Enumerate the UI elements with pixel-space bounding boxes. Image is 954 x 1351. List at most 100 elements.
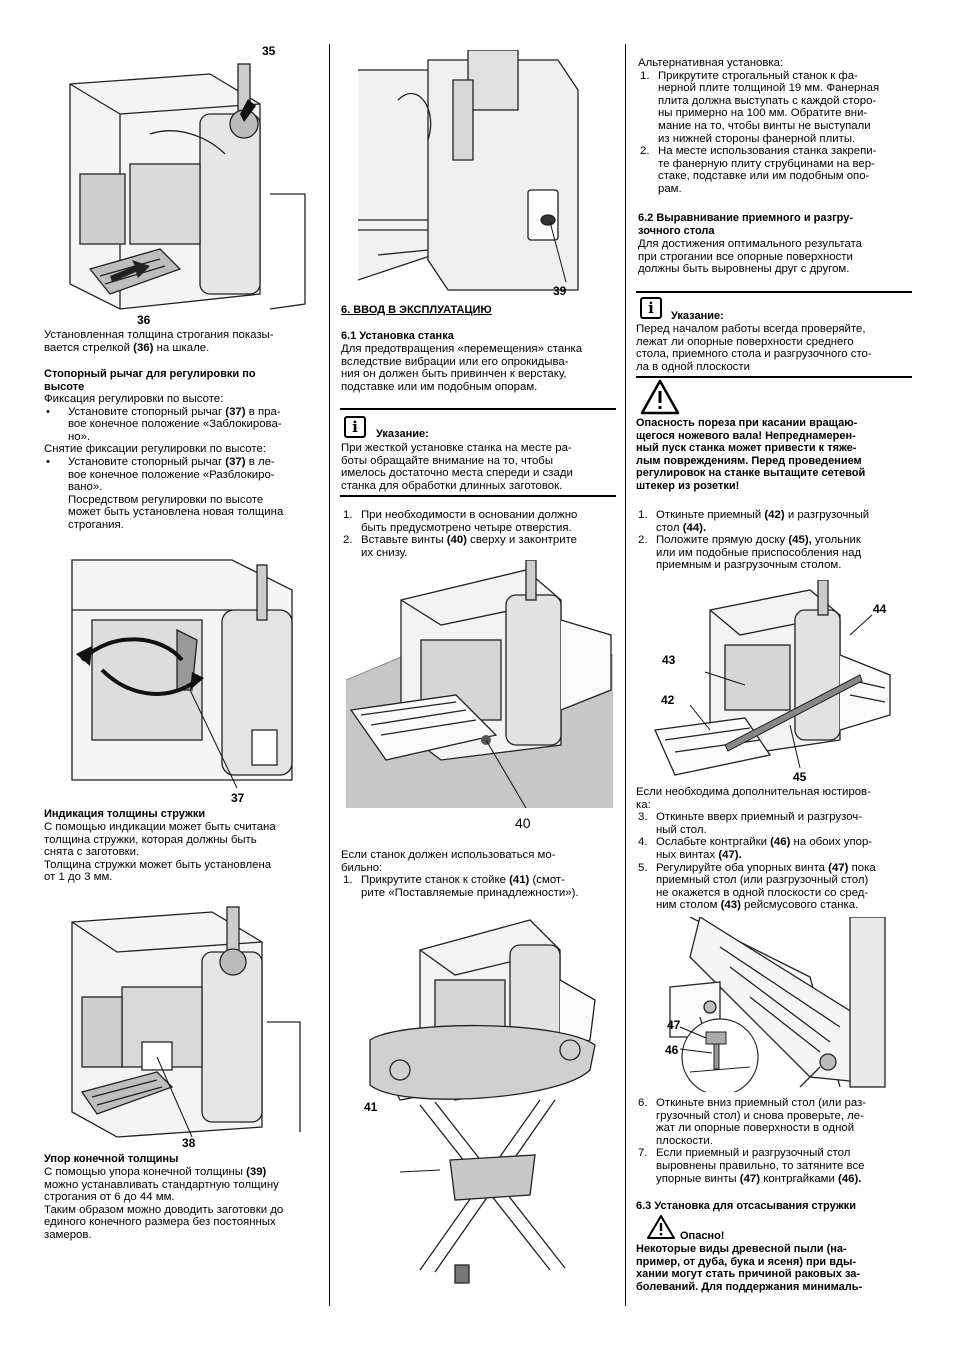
heading-lock-lever: Стопорный рычаг для регулировки по высот… xyxy=(44,368,316,393)
figure-thickness-stop xyxy=(358,50,579,291)
text-span: рейсмусового станка. xyxy=(740,899,859,912)
text-span: на обоих упор- xyxy=(790,836,873,849)
figure-lock-lever xyxy=(71,559,293,789)
text-line: Толщина стружки может быть установлена xyxy=(44,858,272,871)
text-line: Опасность пореза при касании вращаю- xyxy=(636,417,858,429)
figure-label-40: 40 xyxy=(515,815,531,831)
figure-label-42: 42 xyxy=(661,693,675,707)
text-line: регулировок на станке вытащите сетевой xyxy=(636,467,866,480)
ref-43: (43) xyxy=(720,899,741,912)
text-line: выровнены правильно, то затяните все xyxy=(656,1159,865,1172)
text-line: плоскости. xyxy=(656,1134,713,1147)
heading-line: Стопорный рычаг для регулировки по xyxy=(44,368,256,380)
text-line: приемным и разгрузочным столом. xyxy=(656,559,842,572)
list-number: 7. xyxy=(638,1147,648,1160)
text-line: быть предусмотрено четыре отверстия. xyxy=(361,521,572,534)
note-text: Перед началом работы всегда проверяйте, … xyxy=(636,323,912,373)
text-line: станка для обработки длинных заготовок. xyxy=(341,479,563,492)
note-info-icon: i xyxy=(640,297,662,319)
figure-chip-indicator xyxy=(71,906,301,1138)
warning-triangle-icon xyxy=(640,379,680,415)
figure-label-38: 38 xyxy=(182,1136,196,1150)
figure-label-37: 37 xyxy=(231,791,245,805)
text-line: Фиксация регулировки по высоте: xyxy=(44,393,224,405)
note-top-rule xyxy=(340,408,616,410)
text-line: Таким образом можно доводить заготовки д… xyxy=(44,1203,284,1216)
text-line: не окажется в одной плоскости со сред- xyxy=(656,886,869,899)
list-item: 1. Прикрутите станок к стойке (41) (смот… xyxy=(341,874,615,899)
text-span: Вставьте винты xyxy=(361,534,447,547)
text-line: или им подобные приспособления над xyxy=(656,546,862,559)
text-line: Прикрутите строгальный станок к фа- xyxy=(658,69,858,82)
figure-label-47: 47 xyxy=(667,1018,681,1032)
text-line: рам. xyxy=(658,182,682,195)
list-number: 2. xyxy=(640,145,650,158)
text-line: ла в одной плоскости xyxy=(636,360,750,373)
figure-stop-screws xyxy=(669,917,886,1092)
heading-thickness-stop: Упор конечной толщины xyxy=(44,1153,179,1165)
text-line: стола, приемного стола и разгрузочного с… xyxy=(636,348,872,361)
note-info-icon: i xyxy=(344,416,366,438)
text-line: строгания от 6 до 44 мм. xyxy=(44,1191,175,1204)
ref-41: (41) xyxy=(509,874,530,887)
text-line: С помощью индикации может быть считана xyxy=(44,821,276,833)
danger-text: Некоторые виды древесной пыли (на- приме… xyxy=(636,1243,912,1293)
figure-label-36: 36 xyxy=(137,313,151,327)
text-span: вается стрелкой xyxy=(44,341,134,354)
text-line: из нижней стороны фанерной плиты. xyxy=(658,132,856,145)
note-title: Указание: xyxy=(671,310,724,322)
heading-line: 6.2 Выравнивание приемного и разгру- xyxy=(638,212,854,224)
text-line: бильно: xyxy=(341,861,383,874)
ref-46: (46). xyxy=(838,1172,862,1185)
text-alternative-mount: Альтернативная установка: 1. Прикрутите … xyxy=(638,57,912,196)
text-line: те фанерную плиту струбцинами на вер- xyxy=(658,157,875,170)
text-line: вано». xyxy=(68,481,103,494)
text-line: толщина стружки, которая должны быть xyxy=(44,833,257,846)
text-line: приемный стол (или разгрузочный стол) xyxy=(656,874,869,887)
text-lock-instructions: Фиксация регулировки по высоте: • Устано… xyxy=(44,393,316,532)
text-span: Ослабьте контргайки xyxy=(656,836,771,849)
text-line: можно устанавливать стандартную толщину xyxy=(44,1178,279,1191)
text-line: может быть установлена новая толщина xyxy=(68,506,284,519)
text-span: угольник xyxy=(811,534,861,547)
text-line: щегося ножевого вала! Непреднамерен- xyxy=(636,429,856,442)
text-line: болеваний. Для поддержания минималь- xyxy=(636,1280,863,1293)
text-span: в ле- xyxy=(245,455,275,468)
text-line: ны примерно на 100 мм. Обратите вни- xyxy=(658,107,868,120)
text-line: снята с заготовки. xyxy=(44,846,140,859)
ref-42: (42) xyxy=(764,509,785,521)
bullet-unlock: • Установите стопорный рычаг (37) в ле- … xyxy=(44,456,316,532)
figure-label-41: 41 xyxy=(364,1100,378,1114)
figure-planer-thickness-scale xyxy=(60,44,310,329)
text-line: подставке или им подобным опорам. xyxy=(341,380,538,393)
list-number: 3. xyxy=(638,811,648,824)
ref-36: (36) xyxy=(133,341,154,354)
text-line: от 1 до 3 мм. xyxy=(44,871,113,884)
ref-39: (39) xyxy=(246,1166,267,1178)
text-line: их снизу. xyxy=(361,546,408,559)
text-span: Прикрутите станок к стойке xyxy=(361,874,510,887)
text-span: стол xyxy=(656,521,683,534)
text-span: сверху и законтрите xyxy=(466,534,577,547)
list-number: 1. xyxy=(343,874,353,887)
text-6-1: Для предотвращения «перемещения» станка … xyxy=(341,343,615,393)
text-line: единого конечного размера без постоянных xyxy=(44,1216,276,1229)
text-line: вое конечное положение «Заблокирова- xyxy=(68,418,282,431)
list-align-steps-3: 6. Откиньте вниз приемный стол (или раз-… xyxy=(636,1097,912,1185)
column-divider-2 xyxy=(625,44,626,1306)
ref-37: (37) xyxy=(225,405,246,418)
text-span: Регулируйте оба упорных винта xyxy=(656,861,829,874)
text-line: Если приемный и разгрузочный стол xyxy=(656,1147,851,1160)
figure-label-46: 46 xyxy=(665,1043,679,1057)
heading-6-3: 6.3 Установка для отсасывания стружки xyxy=(636,1200,856,1212)
text-line: плита должна выступать с каждой сторо- xyxy=(658,94,877,107)
section-6-title: 6. ВВОД В ЭКСПЛУАТАЦИЮ xyxy=(341,304,492,316)
text-thickness-stop: С помощью упора конечной толщины (39) мо… xyxy=(44,1166,316,1242)
text-span: упорные винты xyxy=(656,1172,740,1185)
text-line: пример, от дуба, бука и ясеня) при вды- xyxy=(636,1255,857,1268)
figure-label-44: 44 xyxy=(873,602,887,616)
list-number: 2. xyxy=(343,534,353,547)
danger-triangle-icon xyxy=(647,1215,675,1239)
text-line: хании могут стать причиной раковых за- xyxy=(636,1268,861,1281)
text-line: боты обращайте внимание на то, чтобы xyxy=(341,454,553,467)
